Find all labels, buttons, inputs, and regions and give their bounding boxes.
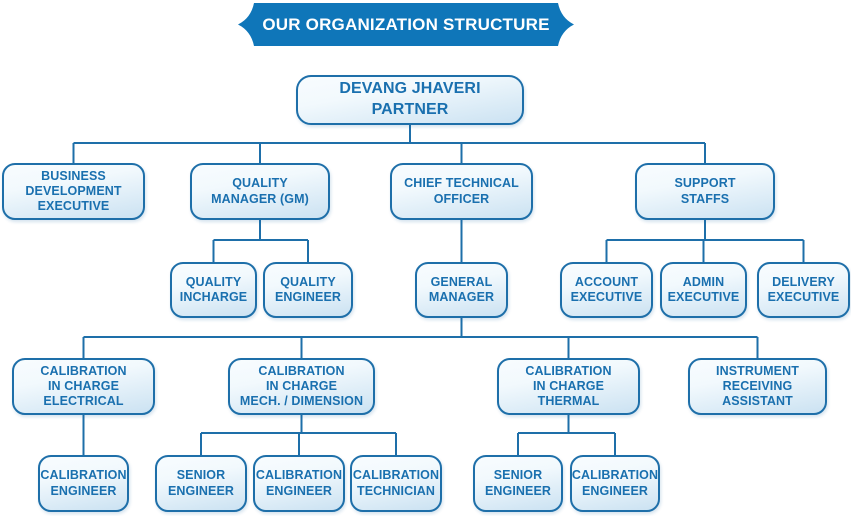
org-node-label: CALIBRATION TECHNICIAN [352,468,440,498]
org-node-label: ACCOUNT EXECUTIVE [570,274,643,304]
org-node-label: CALIBRATION IN CHARGE THERMAL [525,363,612,409]
org-node-label: QUALITY ENGINEER [274,274,342,304]
org-node-label: SENIOR ENGINEER [484,468,552,498]
org-node-quality-incharge: QUALITY INCHARGE [170,262,257,318]
org-node-label: ADMIN EXECUTIVE [667,274,740,304]
org-node-label: CALIBRATION ENGINEER [255,468,343,498]
org-node-label: CHIEF TECHNICAL OFFICER [404,176,519,206]
org-node-quality-manager-gm: QUALITY MANAGER (GM) [190,163,330,220]
org-node-devang-jhaveri-partner: DEVANG JHAVERI PARTNER [296,75,524,125]
org-node-label: DEVANG JHAVERI PARTNER [339,80,481,118]
org-node-label: QUALITY MANAGER (GM) [211,176,309,206]
org-node-calibration-in-charge-thermal: CALIBRATION IN CHARGE THERMAL [497,358,640,415]
org-node-calibration-engineer-electrical: CALIBRATION ENGINEER [38,455,129,512]
org-node-quality-engineer: QUALITY ENGINEER [263,262,353,318]
org-node-label: CALIBRATION IN CHARGE MECH. / DIMENSION [239,363,364,409]
org-node-support-staffs: SUPPORT STAFFS [635,163,775,220]
org-node-calibration-engineer-thermal: CALIBRATION ENGINEER [570,455,660,512]
org-node-label: SENIOR ENGINEER [167,468,235,498]
org-node-calibration-in-charge-mech-dimension: CALIBRATION IN CHARGE MECH. / DIMENSION [228,358,375,415]
org-node-senior-engineer-thermal: SENIOR ENGINEER [473,455,563,512]
org-node-calibration-in-charge-electrical: CALIBRATION IN CHARGE ELECTRICAL [12,358,155,415]
org-node-label: GENERAL MANAGER [428,274,495,304]
org-node-admin-executive: ADMIN EXECUTIVE [660,262,747,318]
org-node-calibration-technician-mech: CALIBRATION TECHNICIAN [350,455,442,512]
org-node-instrument-receiving-assistant: INSTRUMENT RECEIVING ASSISTANT [688,358,827,415]
org-node-account-executive: ACCOUNT EXECUTIVE [560,262,653,318]
org-node-label: CALIBRATION ENGINEER [40,468,127,498]
org-node-chief-technical-officer: CHIEF TECHNICAL OFFICER [390,163,533,220]
ribbon-shape [238,3,574,46]
org-node-delivery-executive: DELIVERY EXECUTIVE [757,262,850,318]
org-node-label: DELIVERY EXECUTIVE [767,274,840,304]
org-node-label: CALIBRATION ENGINEER [571,468,659,498]
org-node-senior-engineer-mech: SENIOR ENGINEER [155,455,247,512]
chart-title: OUR ORGANIZATION STRUCTURE [262,14,550,34]
org-node-label: CALIBRATION IN CHARGE ELECTRICAL [40,363,127,409]
title-ribbon [238,3,574,46]
org-node-general-manager: GENERAL MANAGER [415,262,508,318]
org-node-label: BUSINESS DEVELOPMENT EXECUTIVE [25,168,122,214]
org-node-label: SUPPORT STAFFS [674,176,736,206]
org-node-calibration-engineer-mech: CALIBRATION ENGINEER [253,455,345,512]
org-node-label: QUALITY INCHARGE [179,274,248,304]
org-node-label: INSTRUMENT RECEIVING ASSISTANT [716,363,799,409]
org-node-business-development-executive: BUSINESS DEVELOPMENT EXECUTIVE [2,163,145,220]
